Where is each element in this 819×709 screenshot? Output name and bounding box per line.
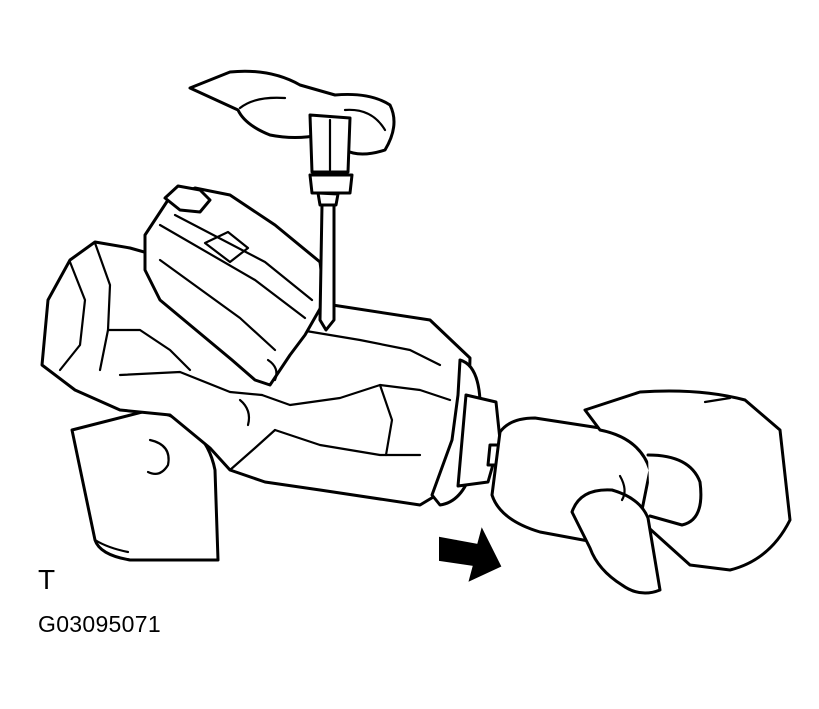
view-mark: T [38,564,56,595]
arrow-right-icon [439,527,502,582]
switch-connector [143,184,327,387]
screwdriver-icon [308,113,354,332]
figure-code: G03095071 [38,611,161,637]
key-cylinder [430,358,504,507]
hand-icon [570,389,792,595]
hand-icon [188,69,396,156]
